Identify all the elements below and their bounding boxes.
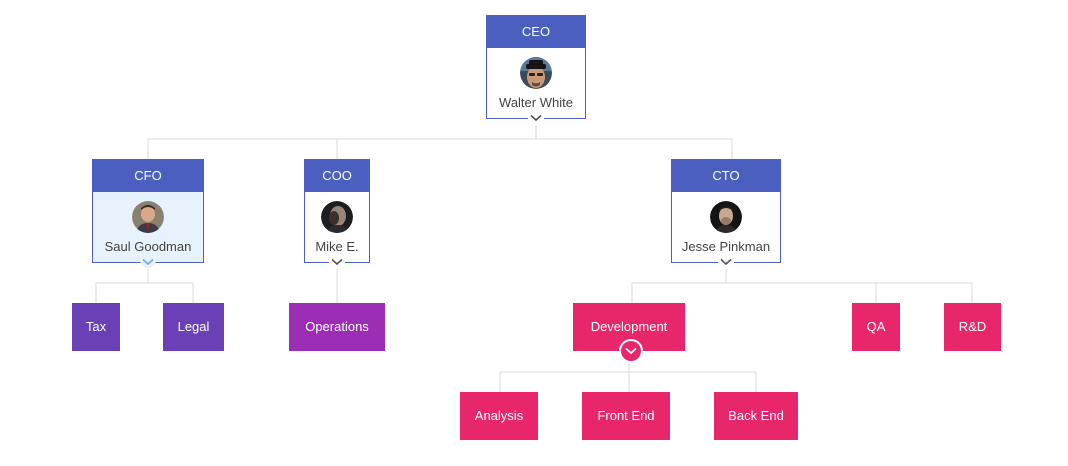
chevron-down-icon [625, 347, 637, 355]
node-rnd[interactable]: R&D [944, 303, 1001, 351]
role-label: COO [304, 159, 370, 192]
person-name: Walter White [499, 95, 573, 110]
node-back-end[interactable]: Back End [714, 392, 798, 440]
node-ceo[interactable]: CEO Walter White [486, 15, 586, 124]
node-qa[interactable]: QA [852, 303, 900, 351]
avatar-jesse-icon [710, 201, 742, 233]
collapse-toggle[interactable] [329, 256, 345, 268]
collapse-toggle[interactable] [619, 339, 643, 363]
node-development[interactable]: Development [573, 303, 685, 363]
node-cfo[interactable]: CFO Saul Goodman [92, 159, 204, 268]
node-cto[interactable]: CTO Jesse Pinkman [671, 159, 781, 268]
person-name: Mike E. [315, 239, 359, 254]
chevron-down-icon [142, 258, 154, 266]
node-analysis[interactable]: Analysis [460, 392, 538, 440]
collapse-toggle[interactable] [718, 256, 734, 268]
chevron-down-icon [530, 114, 542, 122]
person-name: Saul Goodman [104, 239, 192, 254]
node-tax[interactable]: Tax [72, 303, 120, 351]
role-label: CTO [671, 159, 781, 192]
node-coo[interactable]: COO Mike E. [304, 159, 370, 268]
chevron-down-icon [331, 258, 343, 266]
role-label: CEO [486, 15, 586, 48]
collapse-toggle[interactable] [140, 256, 156, 268]
node-legal[interactable]: Legal [163, 303, 224, 351]
avatar-walter-icon [520, 57, 552, 89]
role-label: CFO [92, 159, 204, 192]
node-operations[interactable]: Operations [289, 303, 385, 351]
team-label: Development [590, 319, 668, 334]
person-name: Jesse Pinkman [681, 239, 771, 254]
collapse-toggle[interactable] [528, 112, 544, 124]
avatar-mike-icon [321, 201, 353, 233]
chevron-down-icon [720, 258, 732, 266]
node-front-end[interactable]: Front End [582, 392, 670, 440]
avatar-saul-icon [132, 201, 164, 233]
